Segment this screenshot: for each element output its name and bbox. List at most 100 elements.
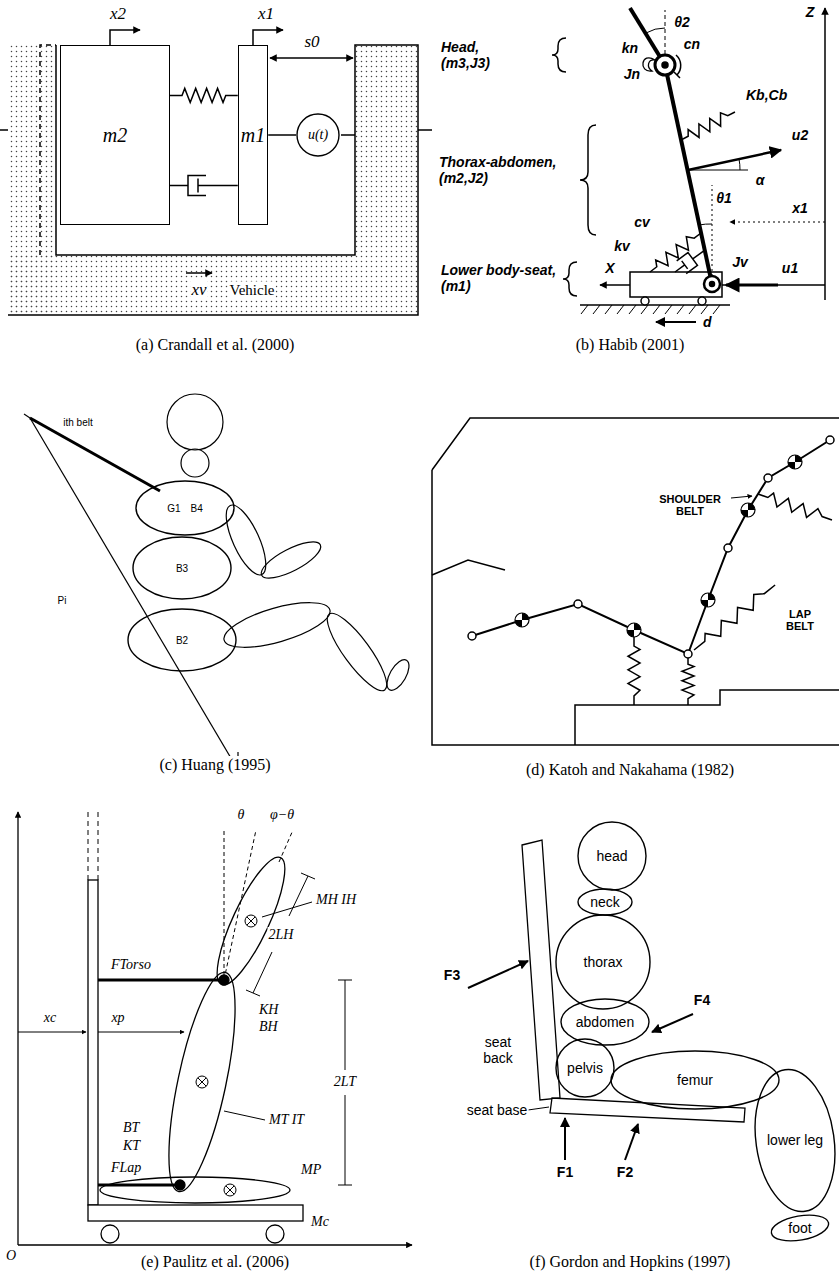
occupant-model-b: [730, 221, 825, 222]
occupant-model-d: [432, 560, 505, 575]
occupant-model-b: [563, 262, 577, 296]
occupant-model-b: [670, 244, 709, 279]
label-text: xc: [43, 1010, 57, 1026]
label-text: SHOULDER BELT: [652, 493, 729, 517]
occupant-model-b: [662, 62, 668, 68]
node-label: thorax: [584, 954, 623, 970]
occupant-model-b: [646, 28, 665, 33]
label-text: seat base: [466, 1102, 529, 1118]
occupant-model-f: [550, 1098, 745, 1122]
node-text-group: head: [596, 848, 627, 864]
occupant-model-e: [175, 1180, 185, 1190]
label-text: Vehicle: [229, 282, 276, 299]
node-outline: [135, 480, 235, 536]
node-text-group: u(t): [308, 127, 328, 143]
occupant-model-b: [704, 276, 720, 292]
body-segment: B2: [127, 608, 237, 672]
occupant-model-b: [678, 107, 737, 146]
occupant-model-e: [98, 1184, 176, 1187]
occupant-model-b: [824, 8, 826, 300]
node-text-group: abdomen: [576, 1014, 634, 1030]
occupant-model-b: [580, 125, 596, 235]
label-text: MT IT: [268, 1112, 305, 1128]
mass-block: m1: [238, 45, 268, 225]
label-text: F4: [693, 992, 711, 1008]
occupant-model-e: [101, 1225, 119, 1243]
occupant-model-e: [224, 1111, 265, 1120]
occupant-model-e: [262, 902, 312, 917]
node-outline: [136, 481, 234, 535]
occupant-model-e: [224, 1184, 236, 1196]
occupant-model-e: [98, 979, 219, 982]
label-text: Jv: [731, 254, 749, 270]
body-segment: abdomen: [560, 998, 650, 1046]
node-outline: [578, 822, 646, 890]
sled-model-a: [186, 272, 212, 274]
occupant-model-c: [167, 394, 223, 450]
occupant-model-e: [266, 1225, 284, 1243]
node-text-group: foot: [788, 1220, 811, 1236]
label-text: F3: [443, 967, 461, 983]
occupant-model-d: [764, 474, 772, 482]
sled-model-a: [0, 30, 432, 315]
label-text: KH: [258, 1002, 279, 1018]
sled-model-a: [8, 255, 418, 315]
occupant-model-e: [18, 812, 412, 1245]
occupant-model-c: [383, 656, 414, 693]
occupant-model-b: [688, 170, 748, 171]
occupant-model-f: [652, 1014, 693, 1032]
occupant-model-b: [739, 159, 740, 170]
node-label: pelvis: [567, 1060, 603, 1076]
label-text: xp: [110, 1010, 125, 1026]
sled-model-a: [40, 45, 56, 255]
label-text: (b) Habib (2001): [575, 336, 685, 354]
occupant-model-f: [468, 961, 528, 988]
label-text: (a) Crandall et al. (2000): [135, 336, 296, 354]
node-label: lower leg: [767, 1132, 823, 1148]
occupant-model-e: [18, 1244, 412, 1245]
label-text: s0: [303, 32, 320, 52]
occupant-model-f: [564, 1118, 566, 1160]
label-text: ith belt: [62, 417, 93, 428]
node-text-group: pelvis: [567, 1060, 603, 1076]
occupant-model-f: [625, 1124, 638, 1160]
label-text: θ1: [715, 190, 733, 206]
label-text: (f) Gordon and Hopkins (1997): [529, 1253, 732, 1271]
occupant-model-c: [30, 418, 160, 491]
label-text: φ−θ: [269, 807, 295, 823]
body-segment: B3: [132, 536, 232, 600]
body-segment: femur: [610, 1050, 780, 1110]
node-text-group: neck: [590, 894, 620, 910]
occupant-model-e: [18, 1032, 86, 1033]
node-outline: [746, 1064, 839, 1216]
node-outline: [578, 889, 632, 915]
occupant-model-e: [88, 1205, 303, 1221]
occupant-model-e: [88, 880, 98, 1205]
node-label: B4: [191, 503, 203, 514]
label-text: θ2: [673, 14, 691, 30]
node-text-group: m2: [103, 124, 127, 147]
sled-model-a: [270, 57, 353, 59]
occupant-model-d: [756, 488, 834, 525]
label-text: 2LH: [268, 927, 295, 943]
node-text-group: femur: [677, 1072, 713, 1088]
label-text: FLap: [110, 1160, 142, 1176]
label-text: x2: [109, 4, 127, 24]
label-text: BT: [122, 1120, 140, 1136]
node-outline: [561, 999, 649, 1045]
node-label: m2: [103, 124, 127, 147]
sled-model-a: [8, 45, 418, 315]
label-text: u2: [791, 127, 809, 143]
occupant-model-b: [665, 10, 666, 54]
label-text: Z: [805, 4, 816, 20]
occupant-model-e: [155, 967, 249, 1196]
occupant-model-d: [741, 503, 755, 517]
body-segment: pelvis: [555, 1038, 615, 1098]
node-label: B3: [176, 563, 188, 574]
label-text: (c) Huang (1995): [158, 756, 271, 774]
node-label: neck: [590, 894, 620, 910]
occupant-model-d: [701, 593, 715, 607]
occupant-model-b: [710, 282, 715, 287]
label-text: x1: [791, 200, 809, 216]
